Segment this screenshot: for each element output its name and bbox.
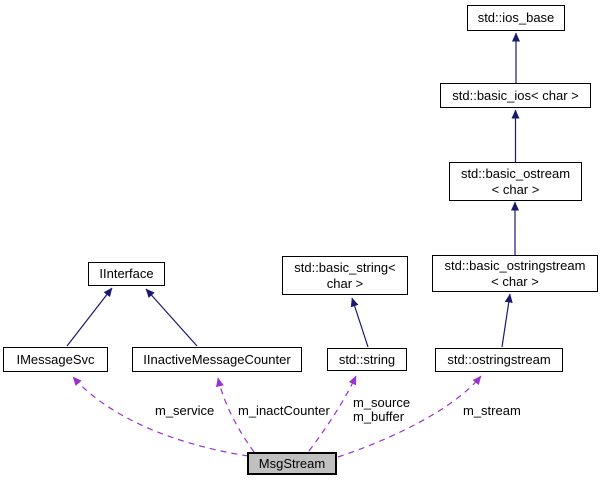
node-label: std::ostringstream	[447, 352, 551, 367]
edge-label-m-service: m_service	[155, 403, 215, 418]
edge-label-m-source-m-buffer: m_source m_buffer	[353, 395, 411, 424]
usage-edge-m-service	[72, 376, 249, 457]
node-std-ostringstream[interactable]: std::ostringstream	[435, 348, 563, 372]
node-std-basic-ostream[interactable]: std::basic_ostream < char >	[449, 162, 582, 201]
inheritance-edge-string-basicstring	[350, 297, 369, 348]
edge-label-m-stream: m_stream	[463, 403, 521, 418]
node-label: std::basic_ostream < char >	[460, 165, 571, 197]
node-std-ios-base[interactable]: std::ios_base	[467, 5, 565, 31]
node-label: std::basic_ostringstream < char >	[444, 257, 586, 289]
inheritance-edge-iinactivemessagecounter-iinterface	[145, 288, 198, 347]
node-imessagesvc[interactable]: IMessageSvc	[3, 347, 108, 372]
node-label: std::basic_string< char >	[294, 259, 396, 291]
node-std-basic-string[interactable]: std::basic_string< char >	[282, 256, 408, 295]
node-std-basic-ostringstream[interactable]: std::basic_ostringstream < char >	[432, 255, 598, 292]
edge-label-m-inactcounter: m_inactCounter	[238, 403, 330, 418]
node-label: std::basic_ios< char >	[452, 87, 579, 103]
node-std-string[interactable]: std::string	[327, 348, 407, 371]
node-label: IMessageSvc	[16, 351, 95, 367]
node-label: std::string	[338, 351, 396, 367]
node-label: IInactiveMessageCounter	[143, 351, 291, 367]
node-iinactivemessagecounter[interactable]: IInactiveMessageCounter	[132, 347, 302, 372]
usage-edge-m-stream	[337, 375, 482, 458]
node-label: MsgStream	[258, 455, 326, 471]
node-iinterface[interactable]: IInterface	[88, 262, 165, 286]
node-msgstream-current: MsgStream	[247, 452, 337, 475]
inheritance-edge-imessagesvc-iinterface	[66, 287, 113, 347]
node-std-basic-ios[interactable]: std::basic_ios< char >	[440, 83, 591, 108]
node-label: IInterface	[99, 266, 154, 281]
inheritance-edge-ostringstream-basicostringstream	[501, 293, 513, 348]
node-label: std::ios_base	[477, 10, 555, 25]
usage-edge-m-source-m-buffer	[308, 375, 357, 452]
